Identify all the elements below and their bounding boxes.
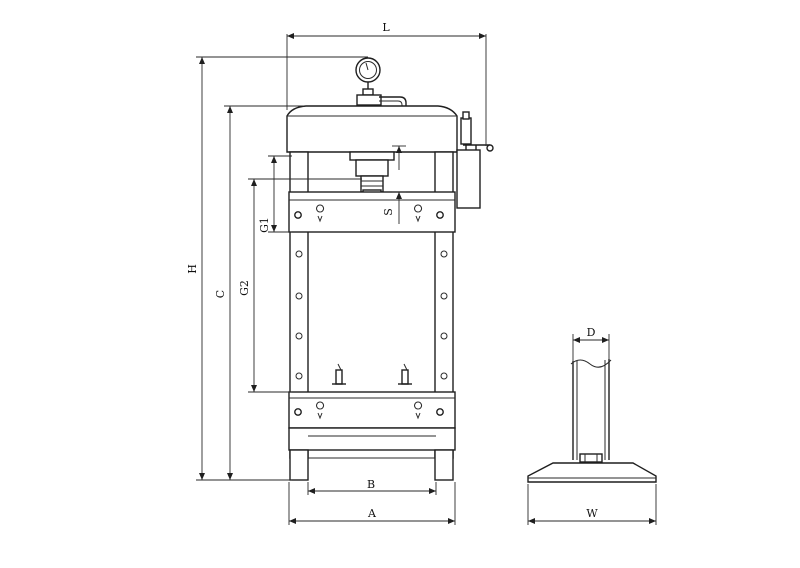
dim-label-H: H: [186, 264, 199, 274]
dim-label-D: D: [587, 326, 596, 339]
base-frame: [288, 427, 456, 451]
upper-bed-keyholes: [294, 204, 444, 223]
foot-right: [434, 449, 454, 481]
dim-label-G2: G2: [238, 280, 251, 296]
dim-label-L: L: [382, 21, 390, 34]
top-crown: [286, 105, 458, 153]
pressure-gauge-icon: [355, 57, 381, 96]
dim-label-A: A: [367, 507, 377, 520]
dimensions: L H C G2 G1 S B A: [186, 21, 657, 525]
hydraulic-pipe: [356, 94, 407, 106]
foot-left: [289, 449, 309, 481]
lower-bed-keyholes: [294, 401, 444, 420]
dim-label-B: B: [367, 478, 375, 491]
support-pins: [332, 363, 412, 385]
column-holes: [295, 250, 448, 380]
dim-label-G1: G1: [258, 217, 271, 233]
dim-label-C: C: [214, 290, 227, 298]
side-column: [572, 359, 610, 460]
dim-label-S: S: [382, 208, 395, 216]
upper-work-bed: [288, 191, 456, 233]
dim-label-W: W: [586, 507, 598, 520]
front-view: [286, 57, 494, 481]
side-view: [527, 359, 657, 483]
lower-work-bed: [288, 391, 456, 429]
hydraulic-ram: [349, 151, 395, 195]
pump-assembly: [456, 111, 494, 209]
side-base: [527, 462, 657, 483]
